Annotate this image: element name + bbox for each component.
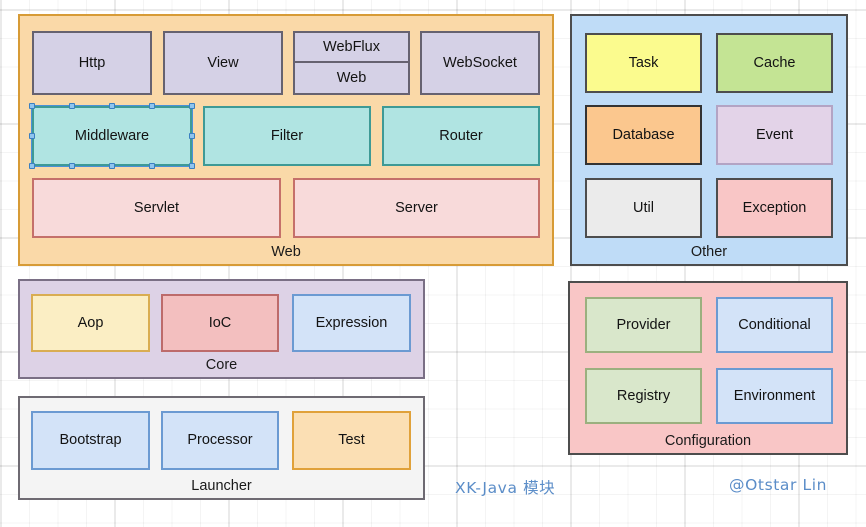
node-ioc[interactable]: IoC <box>161 294 279 352</box>
selection-handle-e[interactable] <box>189 133 195 139</box>
node-label-util: Util <box>633 199 654 216</box>
node-label-router: Router <box>439 127 483 144</box>
selection-handle-se[interactable] <box>189 163 195 169</box>
selection-handle-nw[interactable] <box>29 103 35 109</box>
node-provider[interactable]: Provider <box>585 297 702 353</box>
node-conditional[interactable]: Conditional <box>716 297 833 353</box>
node-webflux-web[interactable]: WebFlux Web <box>293 31 410 95</box>
node-label-event: Event <box>755 126 794 143</box>
node-view[interactable]: View <box>163 31 283 95</box>
node-websocket[interactable]: WebSocket <box>420 31 540 95</box>
node-filter[interactable]: Filter <box>203 106 371 166</box>
node-http[interactable]: Http <box>32 31 152 95</box>
node-label-ioc: IoC <box>208 314 232 331</box>
node-label-task: Task <box>628 54 659 71</box>
group-label-launcher: Launcher <box>191 478 252 494</box>
group-label-configuration: Configuration <box>664 433 752 449</box>
node-middleware[interactable]: Middleware <box>31 105 193 167</box>
node-util[interactable]: Util <box>585 178 702 238</box>
node-label-expression: Expression <box>315 314 388 331</box>
node-label-web-sub: Web <box>336 69 367 86</box>
node-label-conditional: Conditional <box>738 316 811 333</box>
node-label-bootstrap: Bootstrap <box>59 432 122 449</box>
diagram-title-annotation[interactable]: XK-Java 模块 <box>455 479 556 497</box>
node-label-view: View <box>207 54 239 71</box>
selection-handle-w[interactable] <box>29 133 35 139</box>
node-label-middleware: Middleware <box>74 127 150 144</box>
node-label-database: Database <box>612 126 675 143</box>
selection-handle-s[interactable] <box>109 163 115 169</box>
node-server[interactable]: Server <box>293 178 540 238</box>
node-label-websocket: WebSocket <box>443 54 517 71</box>
node-test[interactable]: Test <box>292 411 411 470</box>
node-bootstrap[interactable]: Bootstrap <box>31 411 150 470</box>
node-servlet[interactable]: Servlet <box>32 178 281 238</box>
node-label-environment: Environment <box>733 387 816 404</box>
selection-handle-n-right[interactable] <box>149 103 155 109</box>
node-aop[interactable]: Aop <box>31 294 150 352</box>
node-label-aop: Aop <box>77 314 104 331</box>
node-expression[interactable]: Expression <box>292 294 411 352</box>
node-label-registry: Registry <box>616 387 671 404</box>
node-label-exception: Exception <box>742 199 807 216</box>
node-event[interactable]: Event <box>716 105 833 165</box>
selection-handle-s-right[interactable] <box>149 163 155 169</box>
node-label-provider: Provider <box>616 316 671 333</box>
diagram-author-annotation[interactable]: @Otstar Lin <box>729 476 828 494</box>
group-label-web: Web <box>271 244 301 260</box>
node-label-processor: Processor <box>187 432 253 449</box>
node-label-test: Test <box>338 432 365 449</box>
node-label-filter: Filter <box>270 127 304 144</box>
selection-handle-s-left[interactable] <box>69 163 75 169</box>
node-environment[interactable]: Environment <box>716 368 833 424</box>
node-webflux[interactable]: WebFlux <box>295 33 408 63</box>
node-exception[interactable]: Exception <box>716 178 833 238</box>
group-label-other: Other <box>690 244 728 260</box>
node-processor[interactable]: Processor <box>161 411 279 470</box>
node-registry[interactable]: Registry <box>585 368 702 424</box>
selection-handle-sw[interactable] <box>29 163 35 169</box>
node-label-http: Http <box>78 54 106 71</box>
selection-handle-n-left[interactable] <box>69 103 75 109</box>
node-web-sub[interactable]: Web <box>295 63 408 93</box>
node-label-webflux: WebFlux <box>323 38 380 55</box>
node-label-servlet: Servlet <box>133 199 180 216</box>
node-router[interactable]: Router <box>382 106 540 166</box>
selection-handle-n[interactable] <box>109 103 115 109</box>
node-label-server: Server <box>395 199 438 216</box>
node-task[interactable]: Task <box>585 33 702 93</box>
node-cache[interactable]: Cache <box>716 33 833 93</box>
node-label-cache: Cache <box>753 54 796 71</box>
group-label-core: Core <box>205 357 238 373</box>
selection-handle-ne[interactable] <box>189 103 195 109</box>
node-database[interactable]: Database <box>585 105 702 165</box>
